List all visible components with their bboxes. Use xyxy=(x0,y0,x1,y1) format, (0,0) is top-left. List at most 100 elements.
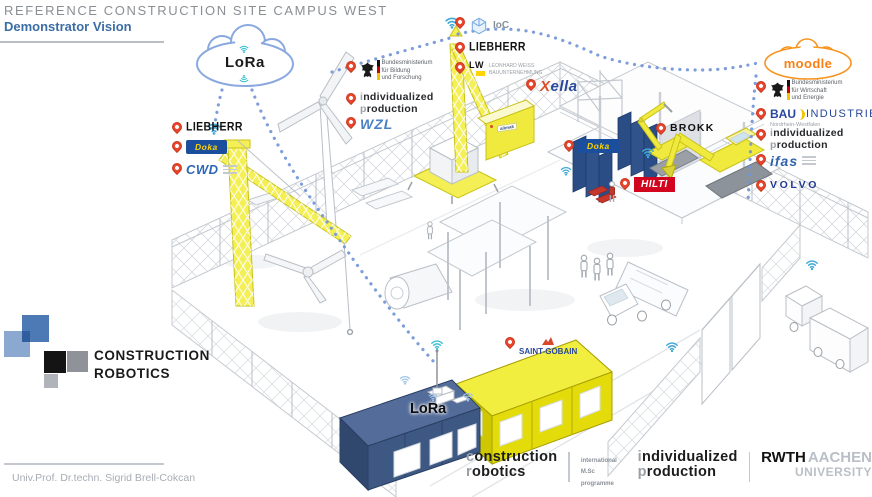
brokk-label: BROKK xyxy=(653,120,715,136)
location-pin-icon xyxy=(343,114,359,130)
cwd-label: CWD xyxy=(169,160,237,177)
location-pin-icon xyxy=(452,59,468,75)
rwth-university: UNIVERSITY xyxy=(794,465,872,479)
page-title: REFERENCE CONSTRUCTION SITE CAMPUS WEST xyxy=(4,3,388,18)
page-subtitle: Demonstrator Vision xyxy=(4,19,132,34)
volvo-label: VOLVO xyxy=(753,177,819,193)
indprod-line: production xyxy=(770,138,828,151)
lw-line: LEONHARD WEISS xyxy=(489,63,535,69)
federal-eagle-icon xyxy=(771,82,784,98)
location-pin-icon xyxy=(343,58,359,74)
location-pin-icon xyxy=(169,138,185,154)
xella-logo: Xella xyxy=(540,78,578,95)
location-pin-icon xyxy=(452,39,468,55)
moodle-cloud xyxy=(764,38,852,80)
saint-gobain-bridge-icon xyxy=(542,337,555,345)
bauindustrie-label: BAU INDUSTRIE Nordrhein-Westfalen xyxy=(753,105,872,128)
ministry-line: Bundesministerium xyxy=(381,60,433,66)
location-pin-icon xyxy=(169,160,185,176)
location-pin-icon xyxy=(753,78,769,94)
ministry-line: für Bildung xyxy=(381,67,411,74)
rwth-aachen-logo: RWTH AACHEN UNIVERSITY xyxy=(761,450,872,479)
logo-square xyxy=(44,351,66,373)
credit-rule xyxy=(4,463,164,465)
ministry-line: für Wirtschaft xyxy=(791,87,827,94)
industrie-text: INDUSTRIE xyxy=(806,108,872,120)
ifas-logo: ifas xyxy=(770,153,799,169)
lw-letters: LW xyxy=(469,60,485,70)
brand-line: ROBOTICS xyxy=(94,365,171,381)
individualized-production-footer-logo: individualized production xyxy=(638,449,738,480)
construction-robotics-footer-logo: construction robotics xyxy=(466,449,558,481)
liebherr-label-mid: LIEBHERR xyxy=(452,39,526,55)
front-right-fence xyxy=(607,223,801,478)
wzl-label: WZL xyxy=(343,114,393,132)
location-pin-icon xyxy=(343,90,359,106)
logo-square xyxy=(44,374,58,388)
ioc-cube-icon xyxy=(471,17,487,35)
rotor-blades-on-ground xyxy=(263,249,347,304)
site-gate xyxy=(701,262,761,406)
wifi-icon xyxy=(431,340,443,351)
moodle-cloud-label: moodle xyxy=(778,56,838,71)
excavator xyxy=(661,127,773,199)
location-pin-icon xyxy=(523,76,539,92)
lora-container-label: LoRa xyxy=(410,401,446,417)
lora-network-label: LoRa xyxy=(225,54,265,71)
nacelle xyxy=(384,263,453,310)
header-rule xyxy=(0,41,164,43)
liebherr-logo: LIEBHERR xyxy=(469,40,526,54)
bmbf-label: Bundesministerium für Bildung und Forsch… xyxy=(343,58,433,83)
bauindustrie-region: Nordrhein-Westfalen xyxy=(770,122,821,128)
leonhard-weiss-name: LEONHARD WEISS BAUUNTERNEHMUNG xyxy=(489,63,542,76)
ifas-label: ifas xyxy=(753,151,817,169)
cwd-small-print xyxy=(222,165,237,174)
wifi-icon xyxy=(666,342,678,353)
material-pallets xyxy=(246,177,414,210)
doka-label-mid: Doka xyxy=(561,137,619,153)
doka-logo: Doka xyxy=(578,139,619,153)
lora-cloud-label: LoRa xyxy=(218,54,272,71)
lora-gateway-label: LoRa xyxy=(410,401,447,417)
ministry-line: und Forschung xyxy=(381,75,422,81)
location-pin-icon xyxy=(753,151,769,167)
location-pin-icon xyxy=(561,137,577,153)
saint-gobain-label: SAINT-GOBAIN xyxy=(502,334,577,356)
blue-containers xyxy=(339,349,481,492)
footer-line: robotics xyxy=(466,464,526,481)
rwth-wordmark: RWTH xyxy=(761,449,806,466)
indprod-line: production xyxy=(360,102,418,115)
location-pin-icon xyxy=(753,126,769,142)
indprod-line: individualized xyxy=(770,127,844,139)
footer-partner-strip: construction robotics international M.Sc… xyxy=(466,449,872,490)
footer-line: construction xyxy=(466,449,558,465)
ministry-line: Bundesministerium xyxy=(791,80,843,86)
hilti-label: HILTI xyxy=(617,175,675,192)
ioc-label: IoC xyxy=(452,14,509,36)
ifas-small-print xyxy=(802,156,817,165)
brokk-logo: BROKK xyxy=(670,122,715,134)
brand-line: CONSTRUCTION xyxy=(94,348,210,363)
location-pin-icon xyxy=(753,105,769,121)
leonhard-weiss-label: LW LEONHARD WEISS BAUUNTERNEHMUNG xyxy=(452,59,542,76)
antenna xyxy=(432,349,443,395)
leonhard-weiss-icon: LW xyxy=(469,61,485,76)
construction-robotics-wordmark: CONSTRUCTION ROBOTICS xyxy=(94,347,210,382)
german-flag-bar xyxy=(787,80,790,100)
indprod-line: individualized xyxy=(360,91,434,103)
doka-label-left: Doka xyxy=(169,138,227,154)
liebherr-logo: LIEBHERR xyxy=(186,120,243,134)
lw-yellow-bar xyxy=(476,71,485,76)
location-pin-icon xyxy=(653,120,669,136)
msc-programme-label: international M.Sc programme xyxy=(581,456,627,490)
footer-divider xyxy=(568,452,570,482)
volvo-logo: VOLVO xyxy=(770,179,819,191)
rwth-city: AACHEN xyxy=(807,449,872,466)
ministry-line: und Energie xyxy=(791,95,824,101)
ministry-name: Bundesministerium für Bildung und Forsch… xyxy=(382,60,433,83)
bauindustrie-logo: BAU xyxy=(770,107,796,121)
hoist-panel xyxy=(476,99,536,161)
author-credit: Univ.Prof. Dr.techn. Sigrid Brell-Cokcan xyxy=(12,472,196,484)
bau-arc-icon xyxy=(797,108,805,120)
